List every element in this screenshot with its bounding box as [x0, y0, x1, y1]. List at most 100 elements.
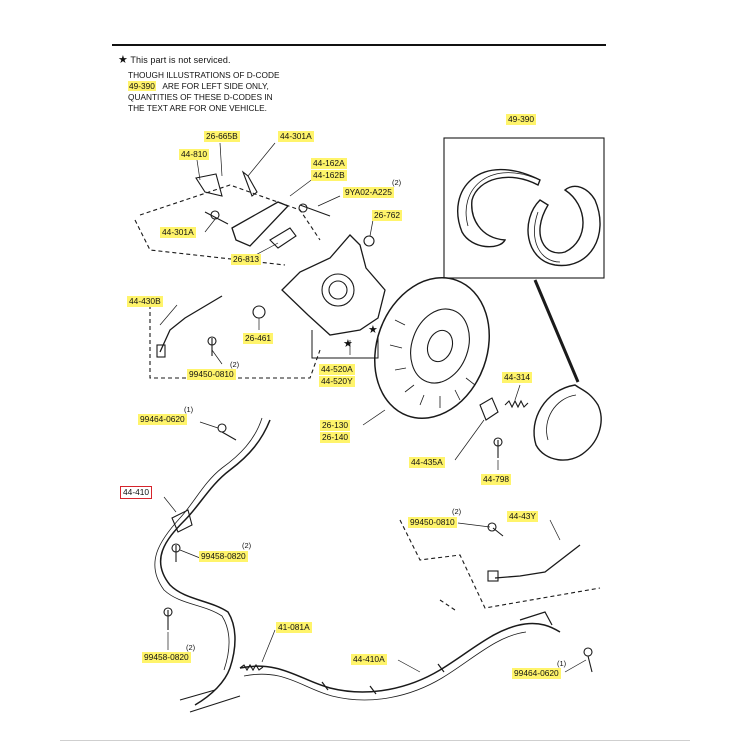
cable-44430B [159, 295, 223, 353]
part-label-44-162A[interactable]: 44-162A [311, 158, 347, 169]
cable-44430B-end [156, 344, 166, 358]
dashed-group-right [399, 519, 601, 611]
part-label-44-520Y[interactable]: 44-520Y [319, 376, 355, 387]
cable-44410 [159, 419, 271, 706]
legend-not-serviced: ★ This part is not serviced. [118, 53, 231, 66]
bolt-99458-mid-head [171, 543, 181, 553]
backing-plate-hub [321, 273, 355, 307]
footer-divider [60, 740, 690, 741]
bolt-99464-top-head [217, 423, 227, 433]
legend-text: This part is not serviced. [130, 55, 231, 65]
part-label-99458-0820-low[interactable]: 99458-0820 [142, 652, 191, 663]
backing-plate-hole [328, 280, 348, 300]
bolt-99450-top-head [207, 336, 217, 346]
note-line-3: QUANTITIES OF THESE D-CODES IN [128, 92, 273, 102]
cable-44430Y-end [487, 570, 499, 582]
shoe-2 [527, 185, 601, 267]
backing-plate [281, 234, 386, 336]
part-label-44-798[interactable]: 44-798 [481, 474, 512, 485]
part-label-44-810[interactable]: 44-810 [179, 149, 210, 160]
shoe-1 [457, 168, 541, 248]
shoe-box [443, 137, 605, 279]
part-label-99464-0620-low[interactable]: 99464-0620 [512, 668, 561, 679]
clamp-mid [171, 509, 193, 533]
part-label-44-410-selected[interactable]: 44-410 [119, 486, 153, 499]
part-label-26-461[interactable]: 26-461 [243, 333, 274, 344]
part-label-99450-0810-top[interactable]: 99450-0810 [187, 369, 236, 380]
dashed-group-lower [149, 305, 321, 379]
part-label-99458-0820-mid[interactable]: 99458-0820 [199, 551, 248, 562]
bolt-44301A-top [241, 170, 258, 197]
shoe-callout [533, 279, 580, 383]
cable-end-right [519, 611, 553, 626]
qty-99450-top: (2) [230, 360, 240, 369]
disc-hub [426, 329, 454, 363]
part-label-41-081A[interactable]: 41-081A [276, 622, 312, 633]
cable-44430Y [494, 544, 581, 579]
plate-44162 [231, 201, 290, 247]
part-label-99450-0810-right[interactable]: 99450-0810 [408, 517, 457, 528]
note-line-4: THE TEXT ARE FOR ONE VEHICLE. [128, 103, 267, 113]
shoe-lower [533, 384, 602, 461]
part-label-26-813[interactable]: 26-813 [231, 254, 262, 265]
bolt-99464-low [587, 655, 593, 673]
dashed-group-caliper [134, 219, 286, 266]
part-label-44-301A-top[interactable]: 44-301A [278, 131, 314, 142]
part-label-99464-0620-top[interactable]: 99464-0620 [138, 414, 187, 425]
header-rule [112, 44, 606, 46]
spring-44314 [504, 399, 529, 409]
bolt-9YA02-head [298, 203, 308, 213]
note-line-1: THOUGH ILLUSTRATIONS OF D-CODE [128, 70, 280, 80]
spring-41081A [239, 663, 264, 672]
part-label-26-130[interactable]: 26-130 [320, 420, 351, 431]
cable-44410-inner [154, 417, 263, 671]
cable-44410A-inner [243, 631, 527, 701]
bolt-99450-right [492, 527, 504, 537]
bracket-line [311, 330, 379, 359]
clip-26813 [269, 227, 297, 249]
qty-99464-low: (1) [557, 659, 567, 668]
part-label-44-314[interactable]: 44-314 [502, 372, 533, 383]
qty-99458-low: (2) [186, 643, 196, 652]
part-label-26-762[interactable]: 26-762 [372, 210, 403, 221]
part-label-44-162B[interactable]: 44-162B [311, 170, 347, 181]
lever-44435A [479, 397, 499, 421]
left-side-note: THOUGH ILLUSTRATIONS OF D-CODE 49-390 AR… [128, 70, 280, 114]
qty-99458-mid: (2) [242, 541, 252, 550]
qty-9YA02: (2) [392, 178, 402, 187]
bolt-99464-low-head [583, 647, 593, 657]
note-line-2: 49-390 ARE FOR LEFT SIDE ONLY, [128, 81, 280, 92]
star-icon: ★ [118, 54, 128, 66]
part-label-49-390[interactable]: 49-390 [506, 114, 537, 125]
bolt-44301A-left [204, 211, 229, 225]
part-label-44-301A-left[interactable]: 44-301A [160, 227, 196, 238]
nut-26461 [252, 305, 266, 319]
bolt-99458-low-head [163, 607, 173, 617]
qty-99464-top: (1) [184, 405, 194, 414]
note-line-2-text: ARE FOR LEFT SIDE ONLY, [162, 81, 269, 91]
shoe-lower-lining [546, 394, 577, 441]
part-label-9YA02-A225[interactable]: 9YA02-A225 [343, 187, 394, 198]
star-icon: ★ [368, 324, 378, 336]
qty-99450-right: (2) [452, 507, 462, 516]
part-label-26-140[interactable]: 26-140 [320, 432, 351, 443]
clamps-lower [321, 663, 445, 695]
cable-44410A [239, 622, 561, 693]
shoe-2-lining [534, 211, 561, 263]
disc-inner [410, 308, 470, 384]
part-label-44-43Y[interactable]: 44-43Y [507, 511, 539, 522]
shoe-1-lining [465, 172, 536, 227]
star-icon: ★ [343, 338, 353, 350]
part-label-44-410A[interactable]: 44-410A [351, 654, 387, 665]
note-code: 49-390 [128, 81, 156, 91]
part-label-44-520A[interactable]: 44-520A [319, 364, 355, 375]
lower-left-cable [179, 689, 241, 713]
disc-outer [374, 277, 490, 419]
part-label-26-665B[interactable]: 26-665B [204, 131, 240, 142]
bolt-9YA02 [299, 204, 331, 217]
part-label-44-435A[interactable]: 44-435A [409, 457, 445, 468]
bolt-99464-top [221, 431, 237, 441]
part-label-44-430B[interactable]: 44-430B [127, 296, 163, 307]
